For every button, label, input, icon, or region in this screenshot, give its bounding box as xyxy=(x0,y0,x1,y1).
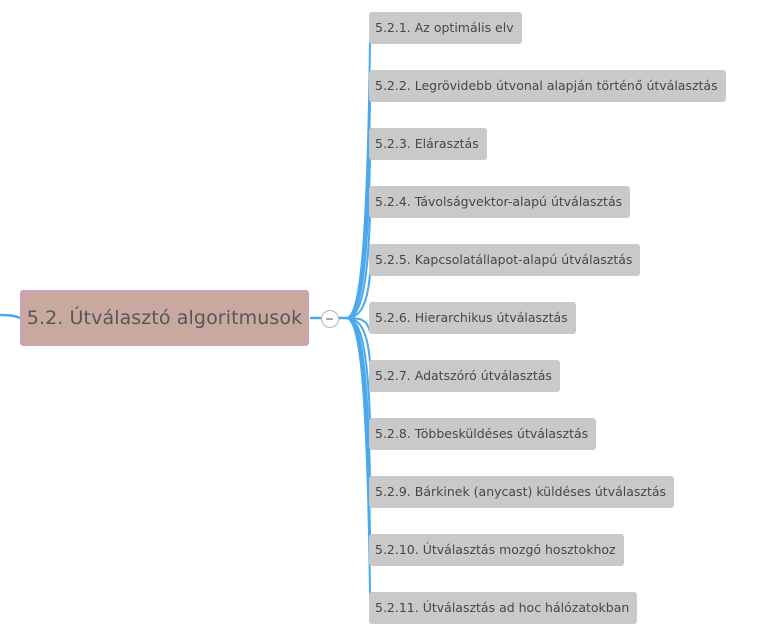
subtopic-node[interactable]: 5.2.7. Adatszóró útválasztás xyxy=(369,360,560,392)
subtopic-node[interactable]: 5.2.3. Elárasztás xyxy=(369,128,487,160)
subtopic-node[interactable]: 5.2.1. Az optimális elv xyxy=(369,12,522,44)
subtopic-node[interactable]: 5.2.6. Hierarchikus útválasztás xyxy=(369,302,576,334)
subtopic-label: 5.2.7. Adatszóró útválasztás xyxy=(375,368,552,383)
subtopic-label: 5.2.1. Az optimális elv xyxy=(375,20,514,35)
subtopic-node[interactable]: 5.2.4. Távolságvektor-alapú útválasztás xyxy=(369,186,631,218)
branch-connector xyxy=(345,317,373,609)
subtopic-node[interactable]: 5.2.2. Legrövidebb útvonal alapján törté… xyxy=(369,70,726,102)
subtopic-node[interactable]: 5.2.5. Kapcsolatállapot-alapú útválasztá… xyxy=(369,244,641,276)
subtopic-label: 5.2.5. Kapcsolatállapot-alapú útválasztá… xyxy=(375,252,633,267)
subtopic-label: 5.2.8. Többesküldéses útválasztás xyxy=(375,426,589,441)
collapse-toggle[interactable] xyxy=(321,310,339,328)
subtopic-label: 5.2.6. Hierarchikus útválasztás xyxy=(375,310,568,325)
subtopic-node[interactable]: 5.2.11. Útválasztás ad hoc hálózatokban xyxy=(369,592,638,624)
central-topic[interactable]: 5.2. Útválasztó algoritmusok xyxy=(20,290,309,346)
subtopic-label: 5.2.10. Útválasztás mozgó hosztokhoz xyxy=(375,542,616,557)
subtopic-node[interactable]: 5.2.9. Bárkinek (anycast) küldéses útvál… xyxy=(369,476,675,508)
subtopic-label: 5.2.4. Távolságvektor-alapú útválasztás xyxy=(375,194,623,209)
subtopic-label: 5.2.9. Bárkinek (anycast) küldéses útvál… xyxy=(375,484,667,499)
subtopic-label: 5.2.11. Útválasztás ad hoc hálózatokban xyxy=(375,600,630,615)
subtopic-node[interactable]: 5.2.10. Útválasztás mozgó hosztokhoz xyxy=(369,534,624,566)
subtopic-label: 5.2.3. Elárasztás xyxy=(375,136,479,151)
parent-connector xyxy=(0,313,21,320)
central-topic-label: 5.2. Útválasztó algoritmusok xyxy=(26,307,303,329)
subtopic-label: 5.2.2. Legrövidebb útvonal alapján törté… xyxy=(375,78,718,93)
subtopic-node[interactable]: 5.2.8. Többesküldéses útválasztás xyxy=(369,418,597,450)
